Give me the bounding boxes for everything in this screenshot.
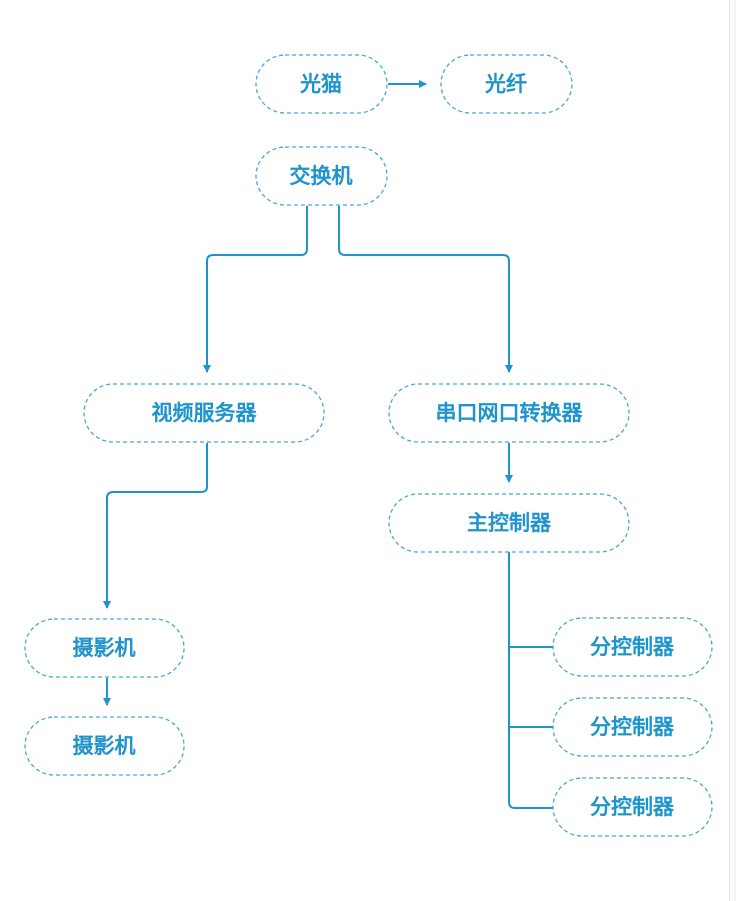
label-camera-2: 摄影机	[73, 734, 136, 758]
node-main-controller	[388, 493, 630, 553]
node-sub-controller-2	[552, 697, 713, 757]
label-switch: 交换机	[290, 164, 353, 188]
label-sub-controller-3: 分控制器	[590, 795, 675, 819]
label-main-controller: 主控制器	[467, 511, 552, 535]
label-optical-fiber: 光纤	[484, 72, 527, 96]
page-edge	[729, 0, 736, 901]
label-camera-1: 摄影机	[73, 636, 136, 660]
label-sub-controller-1: 分控制器	[590, 635, 675, 659]
arrow-video-server-to-camera	[103, 443, 208, 609]
node-sub-controller-3	[552, 777, 713, 837]
node-sub-controller-1	[552, 617, 713, 677]
node-optical-fiber	[440, 54, 573, 114]
node-camera-1	[24, 618, 185, 678]
label-video-server: 视频服务器	[152, 401, 258, 425]
node-optical-modem	[255, 54, 388, 114]
node-video-server	[83, 383, 325, 443]
label-serial-converter: 串口网口转换器	[436, 401, 584, 425]
line-main-controller-trunk	[508, 552, 553, 809]
arrow-switch-to-serial-converter	[338, 206, 513, 373]
node-switch	[255, 146, 388, 206]
arrow-switch-to-video-server	[203, 206, 308, 373]
label-optical-modem: 光猫	[299, 72, 342, 96]
label-sub-controller-2: 分控制器	[590, 715, 675, 739]
node-serial-converter	[388, 383, 630, 443]
node-camera-2	[24, 716, 185, 776]
